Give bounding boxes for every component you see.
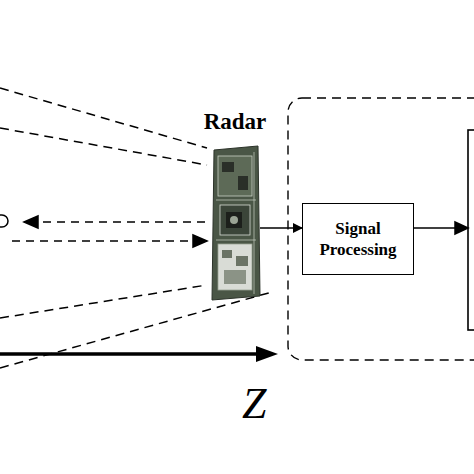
echo-arrow xyxy=(36,221,205,223)
arrow-head xyxy=(24,216,38,228)
beam-line xyxy=(0,128,207,165)
signal-arrow xyxy=(260,227,302,229)
beam-line xyxy=(0,292,272,368)
radar-module: Radar xyxy=(210,148,260,298)
tx-arrow xyxy=(12,240,193,242)
axis-label: Z xyxy=(242,380,266,428)
output-arrow xyxy=(414,222,468,234)
echo-arrows xyxy=(12,216,207,247)
system-boundary xyxy=(288,98,474,360)
node-text: Radar xyxy=(170,108,300,136)
cropped-box xyxy=(468,130,474,330)
arrow-head xyxy=(193,235,207,247)
radar-board xyxy=(212,146,260,300)
z-axis xyxy=(0,346,278,362)
beam-line xyxy=(0,285,207,318)
beam-line xyxy=(0,88,207,148)
process-box: Signal Processing xyxy=(302,203,414,275)
target-object xyxy=(0,215,8,227)
node-text: Signal Processing xyxy=(303,218,413,260)
